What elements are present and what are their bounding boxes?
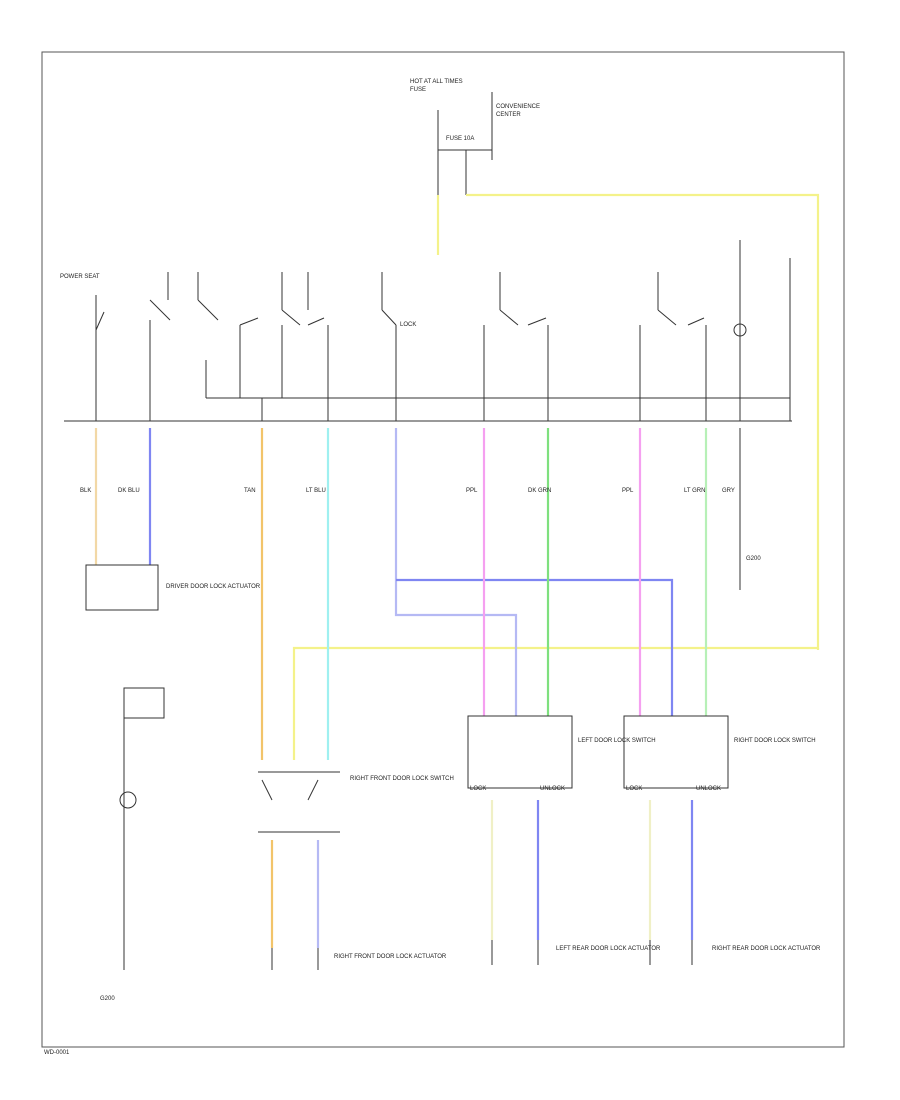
right-ground-label: G200	[746, 556, 761, 562]
power-header: POWER SEAT	[60, 274, 100, 280]
top-note-1: CONVENIENCE	[496, 104, 540, 110]
diagram-frame	[41, 51, 845, 1048]
top-fuse-label: FUSE 10A	[446, 136, 474, 142]
diagram-tag: WD-0001	[44, 1050, 70, 1056]
right-unlock-label: UNLOCK	[696, 786, 721, 792]
lock-pulse-label: LOCK	[400, 322, 416, 328]
left-ground-label: G200	[100, 996, 115, 1002]
passenger-actuator-label: RIGHT FRONT DOOR LOCK ACTUATOR	[334, 954, 447, 960]
right-switch-label: RIGHT DOOR LOCK SWITCH	[734, 738, 816, 744]
left-unlock-label: UNLOCK	[540, 786, 565, 792]
right-rear-actuator-label: RIGHT REAR DOOR LOCK ACTUATOR	[712, 946, 821, 952]
wire-blue-right	[396, 578, 674, 716]
passenger-switch-contact-r	[307, 779, 319, 801]
left-rear-actuator-label: LEFT REAR DOOR LOCK ACTUATOR	[556, 946, 661, 952]
left-switch-label: LEFT DOOR LOCK SWITCH	[578, 738, 656, 744]
bottom-actuator-symbols	[271, 940, 693, 970]
wire-yellow-loop	[292, 193, 820, 760]
wire-blue-center	[394, 428, 518, 716]
left-lower-component	[119, 791, 137, 809]
wire-label-ppl-left: PPL	[466, 488, 478, 494]
left-lower-module	[123, 687, 165, 719]
wire-label-tan: TAN	[244, 488, 256, 494]
left-switch-box	[467, 715, 573, 789]
wire-label-blk: BLK	[80, 488, 91, 494]
top-switch-contacts	[95, 240, 747, 398]
bus-drops	[95, 320, 741, 421]
top-module-title: HOT AT ALL TIMES	[410, 79, 463, 85]
right-switch-box	[623, 715, 729, 789]
top-note-2: CENTER	[496, 112, 521, 118]
passenger-switch-label: RIGHT FRONT DOOR LOCK SWITCH	[350, 776, 454, 782]
driver-actuator-box	[85, 564, 159, 611]
top-module-subtitle: FUSE	[410, 87, 426, 93]
driver-actuator-label: DRIVER DOOR LOCK ACTUATOR	[166, 584, 261, 590]
wire-label-ltblu: LT BLU	[306, 488, 326, 494]
right-lock-label: LOCK	[626, 786, 642, 792]
left-lock-label: LOCK	[470, 786, 486, 792]
passenger-switch-contact-l	[261, 779, 273, 801]
wire-label-dkblu: DK BLU	[118, 488, 140, 494]
wire-label-ltgrn: LT GRN	[684, 488, 705, 494]
wire-label-dkgrn: DK GRN	[528, 488, 551, 494]
wire-label-gry: GRY	[722, 488, 735, 494]
wire-label-ppl-right: PPL	[622, 488, 634, 494]
